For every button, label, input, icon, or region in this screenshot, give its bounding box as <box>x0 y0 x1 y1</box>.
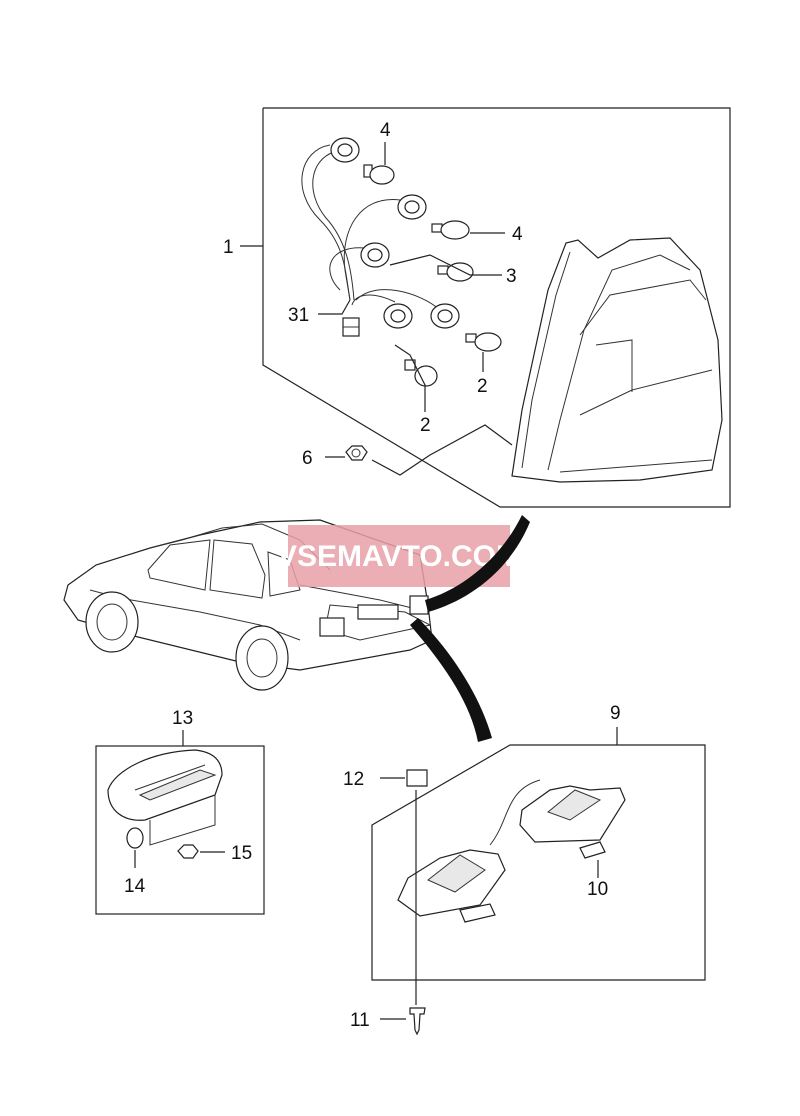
label-13: 13 <box>172 708 193 729</box>
bulb-3 <box>437 262 474 282</box>
wiring-harness <box>301 144 441 311</box>
tail-lamp-group <box>240 107 731 508</box>
bulb-2-right <box>465 332 502 352</box>
license-lamp-group <box>371 727 706 1036</box>
label-15: 15 <box>231 843 252 864</box>
watermark-text: VSEMAVTO.COM <box>277 540 521 573</box>
label-4-second: 4 <box>512 224 523 245</box>
label-4-upper: 4 <box>380 120 391 141</box>
socket-lower-left <box>383 303 413 329</box>
bulb-4-second <box>431 220 470 240</box>
bulb-4-upper <box>363 164 395 185</box>
label-11: 11 <box>350 1010 370 1031</box>
connector-31 <box>342 317 360 337</box>
callout-labels: 1 4 4 3 2 2 31 6 13 14 15 9 12 10 11 <box>124 120 621 1031</box>
label-2-left: 2 <box>420 415 431 436</box>
bulb-2-left <box>404 359 438 387</box>
tail-lamp-housing <box>511 237 723 483</box>
pointer-wedges <box>410 515 530 742</box>
socket-mid <box>360 242 390 268</box>
socket-second <box>397 194 427 220</box>
label-6: 6 <box>302 448 313 469</box>
leaders-upper <box>318 142 513 476</box>
label-12: 12 <box>343 769 364 790</box>
label-2-right: 2 <box>477 376 488 397</box>
label-14: 14 <box>124 876 146 897</box>
label-31: 31 <box>288 305 309 326</box>
high-mount-lamp-group <box>95 730 265 915</box>
label-3: 3 <box>506 266 517 287</box>
label-9: 9 <box>610 703 621 724</box>
label-10: 10 <box>587 879 608 900</box>
nut-6 <box>345 445 368 461</box>
socket-upper <box>330 137 360 163</box>
label-1: 1 <box>223 237 234 258</box>
socket-lower-right <box>430 303 460 329</box>
